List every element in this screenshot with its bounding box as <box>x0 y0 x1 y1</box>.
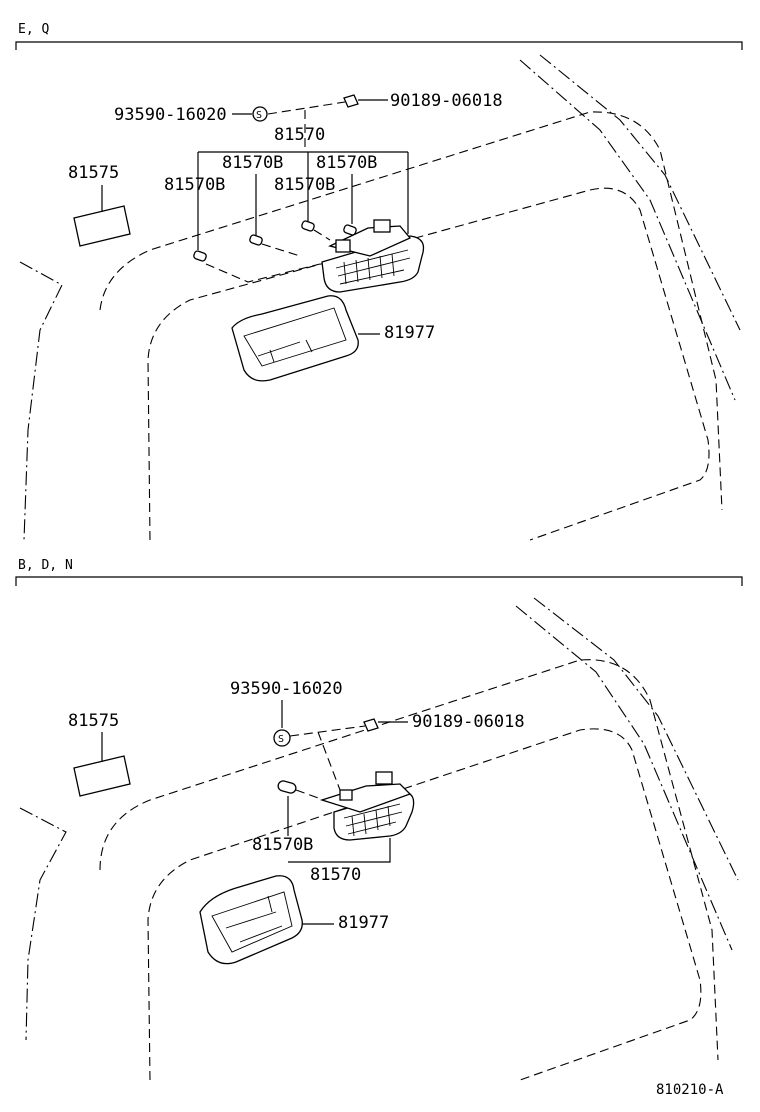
label-bulb-c: 81570B <box>164 175 225 195</box>
section-bdn: B, D, N 81575 93590-16020 S 90189-06018 … <box>15 558 743 1081</box>
cover-part-2 <box>199 875 303 965</box>
section-eq: E, Q 81575 93590-16020 S 90189-06018 815… <box>15 22 743 541</box>
body-outline <box>19 261 63 541</box>
dash-bulbs <box>205 229 331 283</box>
body-outline-2 <box>19 807 67 1041</box>
pillar-outline-1 <box>539 54 741 331</box>
label-clip-2: 90189-06018 <box>412 712 525 732</box>
dash-bulb-2 <box>295 789 325 801</box>
clip-part-2 <box>363 718 379 732</box>
dash-screw-clip <box>267 101 346 115</box>
bulb-part-b <box>343 224 357 236</box>
label-clip: 90189-06018 <box>390 91 503 111</box>
clip-part <box>343 94 359 108</box>
pad-part-2 <box>73 755 131 797</box>
leader-lamp-bracket <box>197 151 409 234</box>
label-bulb-d: 81570B <box>274 175 335 195</box>
label-screw-2: 93590-16020 <box>230 679 343 699</box>
screw-part-2 <box>273 729 291 747</box>
label-bulb-a: 81570B <box>222 153 283 173</box>
pillar-outline-2 <box>519 59 736 401</box>
reference-code: 810210-A <box>656 1082 724 1098</box>
label-pad-2: 81575 <box>68 711 119 731</box>
section-header-eq: E, Q <box>18 22 49 37</box>
leader-lamp-assy-2 <box>288 838 391 863</box>
bulb-part-2 <box>277 780 297 794</box>
section-bracket-eq <box>15 41 743 50</box>
bulb-part-d <box>301 220 315 232</box>
label-screw: 93590-16020 <box>114 105 227 125</box>
roof-outline-outer <box>99 111 723 511</box>
label-lamp-assy: 81570 <box>274 125 325 145</box>
cover-part <box>231 295 359 382</box>
bulb-part-c <box>193 250 207 262</box>
pillar-outline-4 <box>515 605 733 951</box>
screw-symbol-2: S <box>278 734 284 745</box>
dash-screw-2 <box>289 725 366 791</box>
roof-outline-inner-2 <box>147 728 702 1081</box>
section-header-bdn: B, D, N <box>18 558 73 573</box>
lamp-housing <box>321 219 425 293</box>
label-pad: 81575 <box>68 163 119 183</box>
label-lamp-assy-2: 81570 <box>310 865 361 885</box>
pillar-outline-3 <box>533 597 739 881</box>
label-cover: 81977 <box>384 323 435 343</box>
label-cover-2: 81977 <box>338 913 389 933</box>
section-bracket-bdn <box>15 576 743 586</box>
lamp-housing-2 <box>319 771 415 841</box>
label-bulb-2: 81570B <box>252 835 313 855</box>
screw-part <box>252 106 268 122</box>
label-bulb-b: 81570B <box>316 153 377 173</box>
roof-outline-inner <box>147 187 710 541</box>
pad-part <box>73 205 131 247</box>
bulb-part-a <box>249 234 263 246</box>
roof-outline-outer-2 <box>99 659 719 1061</box>
screw-symbol: S <box>256 110 262 121</box>
